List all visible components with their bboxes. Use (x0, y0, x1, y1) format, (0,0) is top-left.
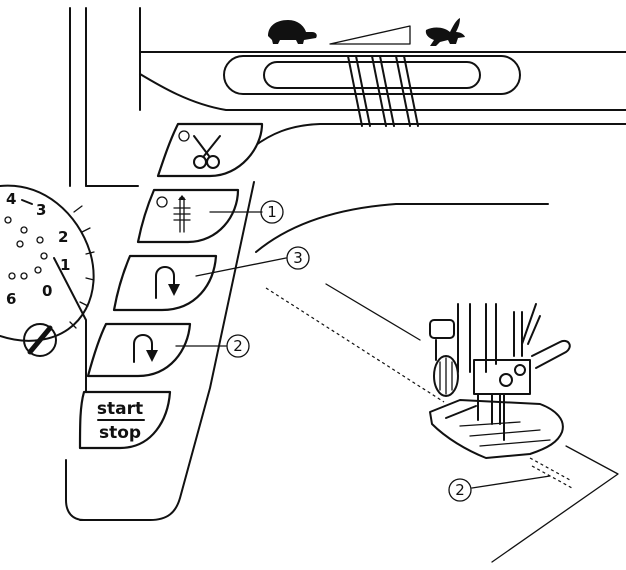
dial-knob[interactable] (23, 323, 57, 357)
needle-icon (173, 195, 191, 233)
callout-2-button: 2 (226, 334, 250, 358)
speed-control (223, 18, 521, 127)
callout-3-label: 3 (293, 249, 303, 267)
start-stop-button[interactable]: start stop (78, 390, 172, 450)
dial-dash (21, 199, 33, 205)
speed-slider-knob[interactable] (347, 55, 419, 127)
stitch-length-dial[interactable]: 4 3 2 1 0 6 (0, 184, 95, 357)
dial-number-4: 4 (6, 190, 16, 208)
dial-tick-marks (69, 205, 95, 329)
start-label: start (97, 399, 143, 419)
speed-slider-slot (263, 61, 481, 89)
presser-foot-assembly (429, 303, 571, 459)
needle-up-down-button[interactable] (136, 188, 263, 244)
turtle-icon (268, 20, 317, 44)
callout-2-button-label: 2 (233, 337, 243, 355)
dial-number-0: 0 (42, 282, 52, 300)
indicator-lamp (156, 196, 168, 208)
fabric (265, 283, 619, 563)
dial-number-1: 1 (60, 256, 70, 274)
callout-2-foot-label: 2 (455, 481, 465, 499)
callout-leader (471, 475, 551, 489)
thread-cutter-button[interactable] (156, 122, 264, 178)
callout-3: 3 (286, 246, 310, 270)
callout-2-foot: 2 (448, 475, 551, 502)
dial-position-dots (4, 216, 48, 280)
auto-lock-button[interactable] (112, 254, 287, 312)
callout-1-label: 1 (267, 203, 277, 221)
dial-number-6: 6 (6, 290, 16, 308)
speed-ramp (329, 25, 411, 45)
callout-leader (195, 257, 287, 277)
indicator-lamp (178, 130, 190, 142)
dial-number-2: 2 (58, 228, 68, 246)
callout-1: 1 (260, 200, 284, 224)
reverse-stitch-icon (133, 334, 158, 363)
reverse-stitch-button[interactable] (86, 322, 227, 378)
dial-number-3: 3 (36, 201, 46, 219)
scissors-icon (193, 135, 221, 169)
rabbit-icon (425, 18, 465, 46)
auto-lock-stitch-icon (155, 266, 180, 299)
stop-label: stop (99, 423, 141, 443)
